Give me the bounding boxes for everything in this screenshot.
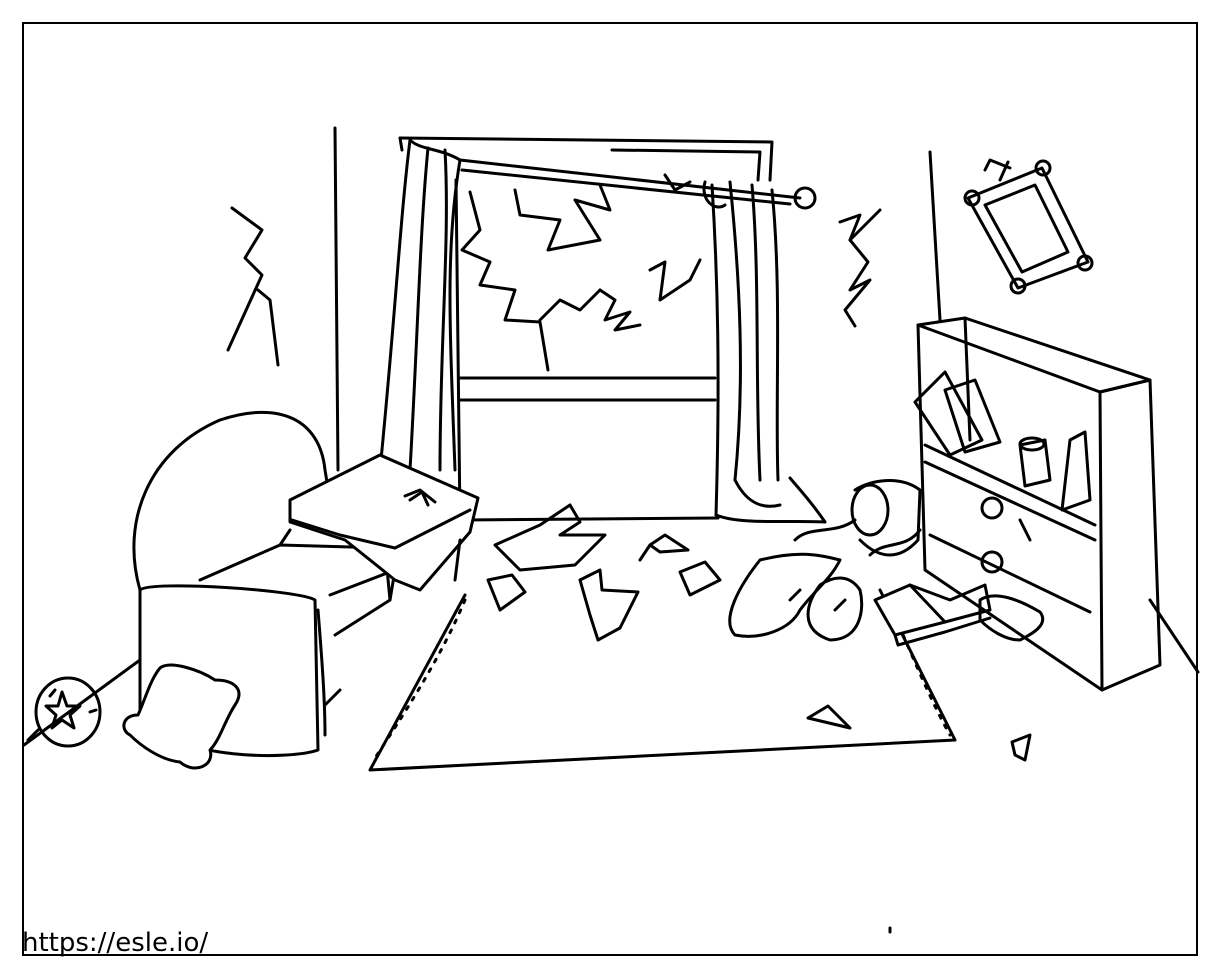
spilled-plant <box>728 479 922 642</box>
floor-pillow <box>122 663 241 770</box>
glass-shards <box>486 503 1032 762</box>
wall-crack-left <box>226 206 280 367</box>
tilted-picture-frame <box>963 158 1094 295</box>
curtain-rod <box>458 158 817 210</box>
floor-rug <box>368 588 957 772</box>
watermark-url: https://esle.io/ <box>22 928 209 958</box>
right-curtain <box>710 180 827 524</box>
broken-window <box>398 136 774 522</box>
bookshelf <box>913 316 1162 692</box>
left-curtain <box>378 138 462 472</box>
star-ball <box>26 676 102 748</box>
open-book <box>873 583 992 647</box>
wall-crack-right <box>838 208 882 328</box>
room-walls <box>22 126 1200 747</box>
